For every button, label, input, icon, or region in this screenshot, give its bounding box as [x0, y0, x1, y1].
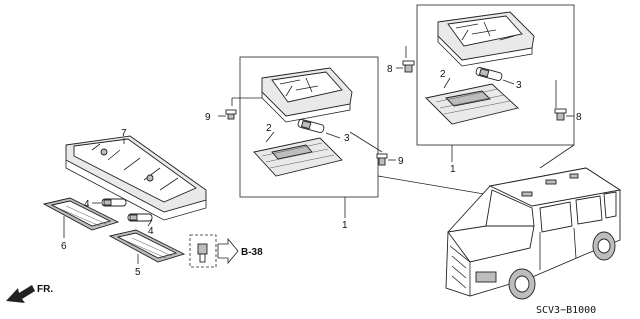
callout-4-upper: 4 — [84, 199, 90, 210]
front-screw-left — [402, 60, 415, 73]
center-group-frame — [239, 56, 379, 198]
callout-8-right-left: 8 — [387, 64, 393, 75]
callout-9-left-upper: 9 — [205, 112, 211, 123]
front-light-lens — [425, 83, 519, 125]
rear-bulb-lower — [127, 213, 153, 222]
center-light-lens — [253, 137, 343, 177]
callout-2-left: 2 — [266, 123, 272, 134]
reference-group: B-38 — [189, 234, 263, 268]
callout-5: 5 — [135, 267, 141, 278]
callout-1-right: 1 — [450, 164, 456, 175]
center-screw-upper — [225, 109, 237, 120]
front-light-group: 2 3 8 8 1 — [387, 4, 582, 175]
vehicle-illustration — [377, 144, 622, 300]
center-bulb — [297, 118, 325, 134]
front-direction-label: FR. — [37, 284, 53, 295]
callout-9-left-lower: 9 — [398, 156, 404, 167]
callout-1-left: 1 — [342, 220, 348, 231]
connector-icon — [197, 243, 208, 263]
callout-8-right-right: 8 — [576, 112, 582, 123]
front-direction-indicator: FR. — [6, 284, 53, 303]
center-screw-lower — [376, 153, 388, 166]
front-bulb — [475, 66, 503, 82]
center-light-group: 2 3 9 9 1 — [205, 56, 404, 231]
rear-light-group: 7 4 4 6 5 — [42, 128, 207, 278]
reference-label: B-38 — [241, 247, 263, 258]
front-direction-arrow-icon — [6, 285, 35, 303]
callout-6: 6 — [61, 241, 67, 252]
rear-bulb-upper — [101, 198, 127, 207]
reference-arrow-icon — [217, 237, 239, 265]
diagram-code: SCV3−B1000 — [536, 305, 596, 316]
callout-7: 7 — [121, 128, 127, 139]
callout-3-left: 3 — [344, 133, 350, 144]
front-screw-right — [554, 108, 567, 121]
callout-4-lower: 4 — [148, 226, 154, 237]
front-group-frame — [416, 4, 575, 146]
callout-3-right: 3 — [516, 80, 522, 91]
callout-2-right: 2 — [440, 69, 446, 80]
reference-frame — [189, 234, 217, 268]
